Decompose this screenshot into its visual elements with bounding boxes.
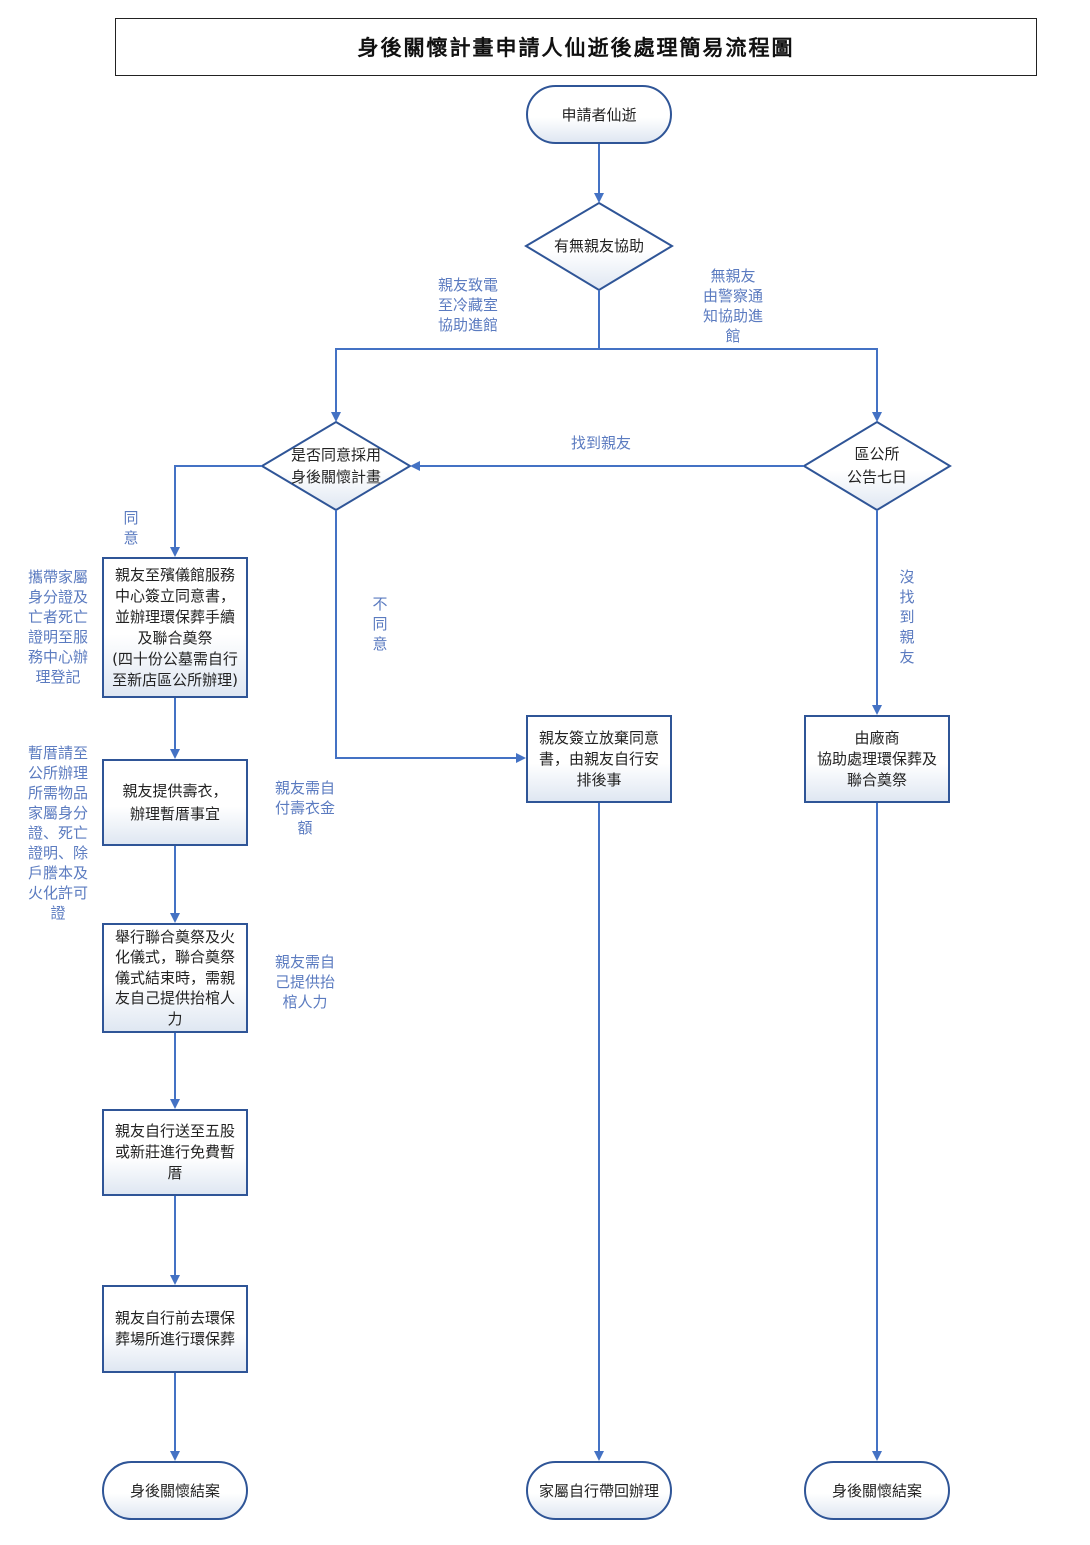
arrow-agree-to-refuse [335, 510, 526, 763]
decision-notice-text: 區公所 公告七日 [846, 445, 907, 486]
step-refuse-node: 親友簽立放棄同意 書，由親友自行安 排後事 [526, 715, 672, 803]
decision-agree-text: 是否同意採用 身後關懷計畫 [290, 446, 381, 486]
label-agree: 同 意 [123, 509, 139, 547]
start-node: 申請者仙逝 [526, 85, 672, 144]
diagram-title: 身後關懷計畫申請人仙逝後處理簡易流程圖 [357, 35, 795, 60]
arrow-agree-to-contract [170, 465, 262, 557]
end-left-node: 身後關懷結案 [102, 1461, 248, 1520]
label-disagree: 不 同 意 [372, 595, 388, 653]
step-transport-node: 親友自行送至五股 或新莊進行免費暫 厝 [102, 1109, 248, 1196]
label-found-friends: 找到親友 [570, 434, 631, 452]
step-vendor-node: 由廠商 協助處理環保葬及 聯合奠祭 [804, 715, 950, 803]
end-middle-node: 家屬自行帶回辦理 [526, 1461, 672, 1520]
label-friends-call: 親友致電 至冷藏室 協助進館 [437, 276, 498, 334]
step-contract-node: 親友至殯儀館服務 中心簽立同意書， 並辦理環保葬手續 及聯合奠祭 (四十份公墓需… [102, 557, 248, 698]
arrow-help-to-notice [599, 348, 882, 422]
label-provide-bearers: 親友需自 己提供抬 棺人力 [274, 953, 335, 1011]
decision-help-text: 有無親友協助 [553, 237, 644, 255]
title-box: 身後關懷計畫申請人仙逝後處理簡易流程圖 [115, 18, 1037, 76]
label-bring-docs: 攜帶家屬 身分證及 亡者死亡 證明至服 務中心辦 理登記 [27, 568, 88, 686]
label-not-found: 沒 找 到 親 友 [899, 568, 915, 666]
step-clothes-node: 親友提供壽衣， 辦理暫厝事宜 [102, 759, 248, 846]
end-right-node: 身後關懷結案 [804, 1461, 950, 1520]
label-no-friends: 無親友 由警察通 知協助進 館 [702, 267, 763, 345]
label-temp-docs: 暫厝請至 公所辦理 所需物品 家屬身分 證、死亡 證明、除 戶謄本及 火化許可 … [27, 744, 88, 922]
label-pay-clothes: 親友需自 付壽衣金 額 [274, 779, 335, 837]
step-burial-node: 親友自行前去環保 葬場所進行環保葬 [102, 1285, 248, 1373]
arrow-help-to-agree [331, 348, 599, 422]
step-ceremony-node: 舉行聯合奠祭及火 化儀式，聯合奠祭 儀式結束時，需親 友自己提供抬棺人 力 [102, 923, 248, 1033]
